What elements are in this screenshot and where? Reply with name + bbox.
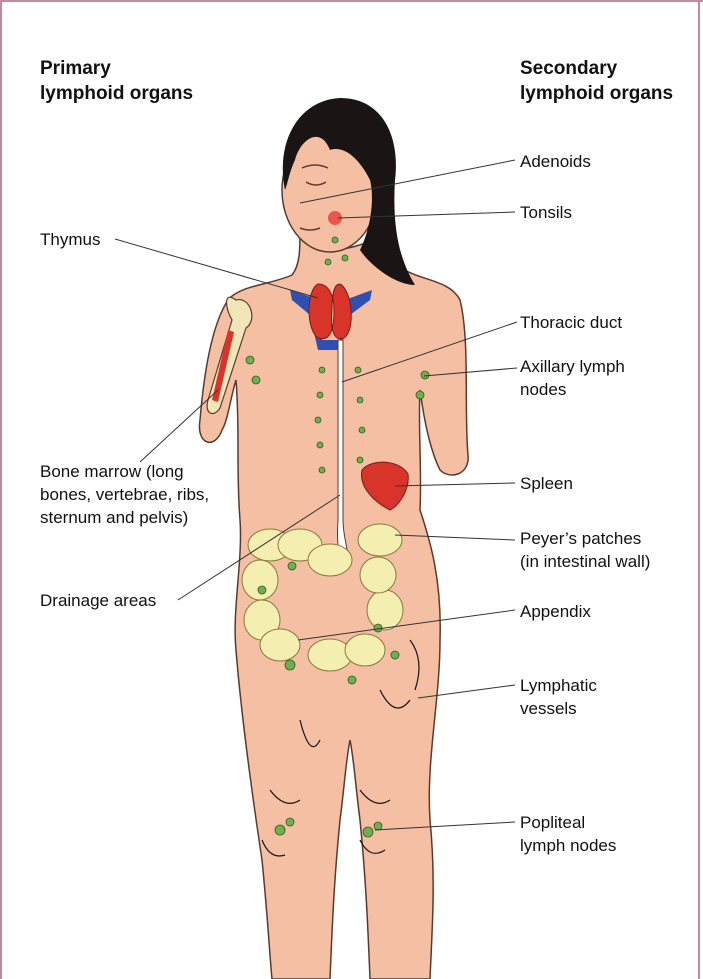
bone-marrow-label: Bone marrow (long bones, vertebrae, ribs… [40,460,209,529]
axillary-line1: Axillary lymph [520,355,625,378]
bone-marrow-line2: bones, vertebrae, ribs, [40,483,209,506]
thymus-organ [309,284,351,339]
peyers-line1: Peyer’s patches [520,527,650,550]
appendix-label: Appendix [520,600,591,623]
leader-thymus [115,239,318,298]
thoracic-duct-label: Thoracic duct [520,311,622,334]
thymus-label: Thymus [40,228,100,251]
popliteal-line2: lymph nodes [520,834,616,857]
peyers-patches-label: Peyer’s patches (in intestinal wall) [520,527,650,573]
peyers-line2: (in intestinal wall) [520,550,650,573]
spleen-label: Spleen [520,472,573,495]
primary-header-line2: lymphoid organs [40,81,193,106]
bone-marrow-line3: sternum and pelvis) [40,506,209,529]
primary-header-line1: Primary [40,56,193,81]
secondary-header-line1: Secondary [520,56,673,81]
secondary-organs-header: Secondary lymphoid organs [520,56,673,106]
secondary-header-line2: lymphoid organs [520,81,673,106]
lymphatic-vessels-label: Lymphatic vessels [520,674,597,720]
bone-marrow-line1: Bone marrow (long [40,460,209,483]
lymphatic-line1: Lymphatic [520,674,597,697]
primary-organs-header: Primary lymphoid organs [40,56,193,106]
axillary-nodes-label: Axillary lymph nodes [520,355,625,401]
popliteal-line1: Popliteal [520,811,616,834]
axillary-line2: nodes [520,378,625,401]
drainage-areas-label: Drainage areas [40,589,156,612]
popliteal-nodes-label: Popliteal lymph nodes [520,811,616,857]
tonsils-label: Tonsils [520,201,572,224]
adenoids-label: Adenoids [520,150,591,173]
lymphatic-line2: vessels [520,697,597,720]
